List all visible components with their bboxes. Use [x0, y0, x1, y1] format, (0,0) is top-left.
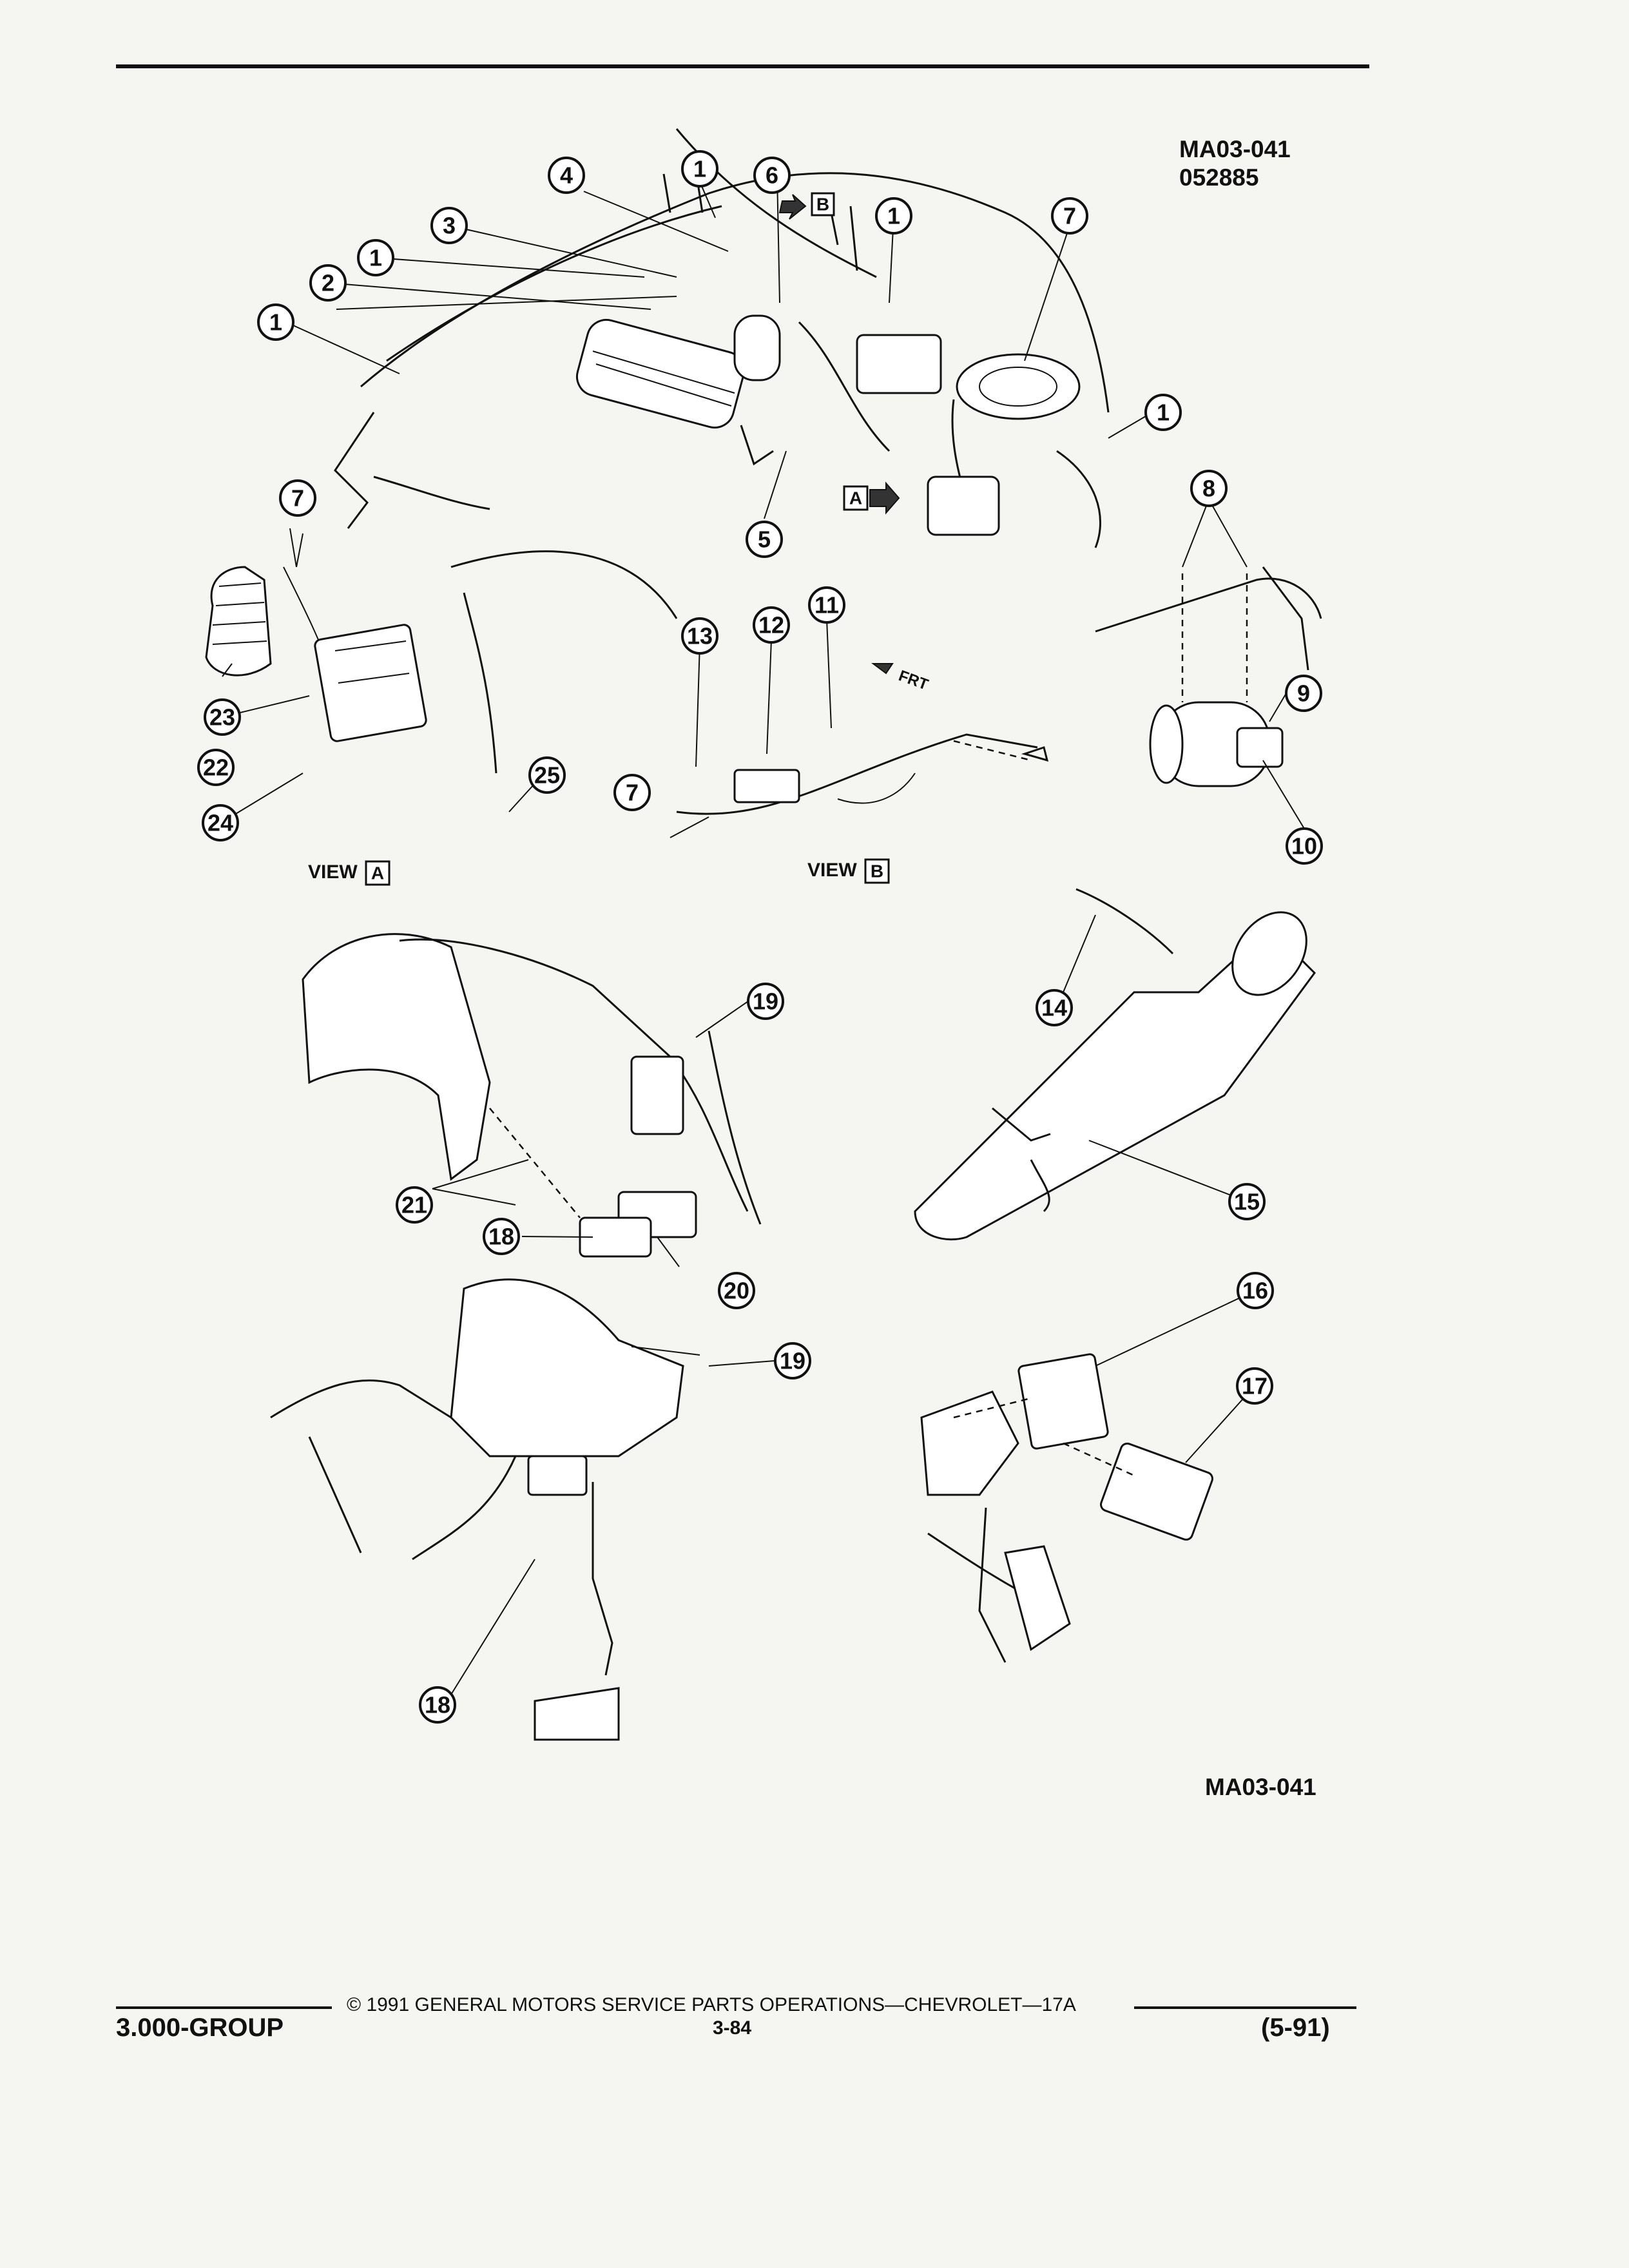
svg-text:19: 19	[753, 988, 778, 1015]
svg-text:25: 25	[534, 762, 560, 789]
svg-text:19: 19	[780, 1348, 805, 1374]
svg-text:7: 7	[291, 485, 304, 512]
svg-text:24: 24	[207, 810, 233, 836]
svg-text:B: B	[871, 861, 883, 881]
callout-17: 17	[1236, 1367, 1273, 1405]
callout-7a: 7	[1051, 197, 1088, 235]
actuator-drawing	[1095, 566, 1322, 787]
svg-text:13: 13	[687, 623, 713, 649]
pedal-assembly-right-drawing	[920, 1353, 1213, 1663]
callout-2: 2	[309, 264, 347, 302]
pedal-assembly-left-drawing	[270, 1278, 684, 1741]
svg-text:23: 23	[209, 704, 235, 731]
callout-3: 3	[430, 207, 468, 244]
view-a-arrow: A	[843, 481, 900, 515]
callout-18a: 18	[483, 1218, 520, 1255]
view-b-arrow: B	[778, 192, 835, 220]
view-b-label: VIEW B	[807, 858, 890, 884]
callout-1b: 1	[357, 239, 394, 276]
svg-text:A: A	[849, 488, 862, 508]
view-a-drawing	[205, 528, 427, 742]
callout-18b: 18	[419, 1686, 456, 1724]
callout-13: 13	[681, 617, 718, 655]
svg-text:9: 9	[1297, 680, 1310, 707]
date-code: 052885	[1179, 164, 1259, 191]
svg-text:7: 7	[626, 780, 639, 806]
footer-group: 3.000-GROUP	[116, 2013, 284, 2042]
svg-text:18: 18	[425, 1692, 450, 1718]
callout-19b: 19	[774, 1342, 811, 1379]
svg-text:15: 15	[1234, 1189, 1260, 1215]
callout-22: 22	[197, 749, 235, 786]
svg-text:11: 11	[815, 592, 839, 619]
svg-text:16: 16	[1242, 1278, 1268, 1304]
svg-text:12: 12	[758, 612, 784, 639]
footer-rule-left	[116, 2006, 332, 2009]
callout-12: 12	[753, 606, 790, 644]
svg-text:3: 3	[443, 213, 456, 239]
callout-24: 24	[202, 804, 239, 841]
callout-7c: 7	[613, 774, 651, 811]
callout-19a: 19	[747, 983, 784, 1020]
svg-text:14: 14	[1041, 995, 1067, 1021]
svg-text:21: 21	[401, 1192, 427, 1218]
svg-text:22: 22	[203, 754, 229, 781]
callout-20: 20	[718, 1272, 755, 1309]
footer-date: (5-91)	[1261, 2013, 1330, 2042]
svg-text:1: 1	[269, 309, 282, 336]
footer-rule-right	[1134, 2006, 1356, 2009]
frt-label: FRT	[896, 667, 930, 693]
svg-text:6: 6	[766, 162, 778, 189]
bottom-figure-code: MA03-041	[1205, 1774, 1316, 1800]
callout-16: 16	[1237, 1272, 1274, 1309]
svg-text:18: 18	[488, 1224, 514, 1250]
callout-25: 25	[528, 756, 566, 794]
svg-text:B: B	[816, 195, 829, 215]
svg-text:VIEW: VIEW	[308, 861, 358, 883]
svg-text:17: 17	[1242, 1373, 1268, 1399]
footer-page-number: 3-84	[713, 2017, 752, 2039]
callout-23: 23	[204, 698, 241, 736]
callout-8: 8	[1190, 470, 1228, 507]
svg-text:2: 2	[322, 270, 334, 296]
callout-6: 6	[753, 157, 791, 194]
svg-text:A: A	[371, 863, 384, 883]
view-a-label: VIEW A	[308, 860, 390, 886]
svg-text:10: 10	[1291, 833, 1317, 860]
callout-14: 14	[1036, 989, 1073, 1026]
top-rule	[116, 64, 1369, 68]
callout-10: 10	[1286, 827, 1323, 865]
callout-1e: 1	[1144, 394, 1182, 431]
footer-copyright: © 1991 GENERAL MOTORS SERVICE PARTS OPER…	[347, 1994, 1076, 2015]
svg-text:5: 5	[758, 526, 771, 553]
svg-text:7: 7	[1063, 203, 1076, 229]
view-b-drawing	[676, 663, 1049, 815]
callout-21: 21	[396, 1186, 433, 1224]
callout-15: 15	[1228, 1183, 1266, 1220]
svg-text:1: 1	[887, 203, 900, 229]
callout-5: 5	[746, 521, 783, 558]
steering-column-drawing	[914, 888, 1316, 1241]
leader-lines	[222, 175, 1305, 1700]
figure-code-block: MA03-041 052885	[1179, 135, 1291, 192]
figure-code: MA03-041	[1179, 136, 1291, 162]
callout-1c: 1	[257, 303, 294, 341]
svg-text:20: 20	[724, 1278, 749, 1304]
callout-1a: 1	[681, 150, 718, 187]
svg-text:8: 8	[1202, 476, 1215, 502]
callout-7b: 7	[279, 479, 316, 517]
switch-bracket-drawing	[302, 933, 762, 1258]
callout-1d: 1	[875, 197, 912, 235]
svg-text:4: 4	[560, 162, 573, 189]
engine-compartment-drawing	[334, 128, 1110, 774]
callout-4: 4	[548, 157, 585, 194]
svg-text:1: 1	[1157, 399, 1170, 426]
svg-text:VIEW: VIEW	[807, 860, 857, 881]
callout-11: 11	[808, 586, 845, 624]
svg-text:1: 1	[369, 245, 382, 271]
callout-9: 9	[1285, 675, 1322, 712]
svg-text:1: 1	[693, 156, 706, 182]
